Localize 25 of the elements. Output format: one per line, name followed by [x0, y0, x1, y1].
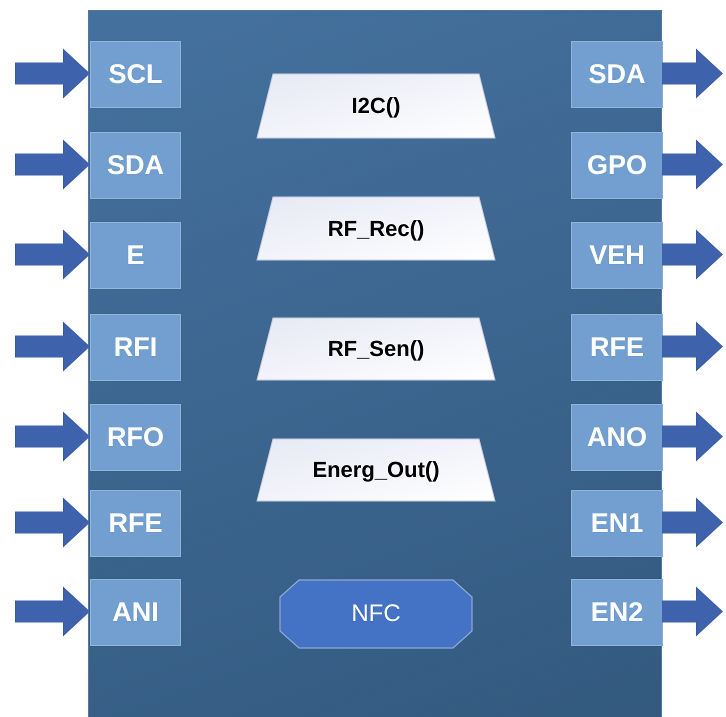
pin-label: EN2: [571, 579, 663, 646]
chip-body: [88, 10, 662, 717]
pin-label: SCL: [90, 41, 181, 108]
pin-label: GPO: [571, 132, 663, 199]
function-label: Energ_Out(): [312, 457, 440, 483]
function-label: RF_Sen(): [328, 336, 424, 362]
function-label: RF_Rec(): [328, 216, 424, 242]
pin-label: SDA: [571, 41, 663, 108]
pin-label: RFI: [90, 314, 181, 381]
pin-label: ANO: [571, 404, 663, 471]
function-trapezoid: [256, 317, 496, 381]
function-trapezoid: [256, 196, 496, 261]
function-trapezoid: [256, 73, 496, 139]
block-label: NFC: [351, 600, 401, 628]
nfc-octagon: [279, 579, 473, 649]
pin-label: SDA: [90, 132, 181, 199]
pin-label: EN1: [571, 490, 663, 557]
pin-label: RFE: [571, 314, 663, 381]
pin-label: E: [90, 222, 181, 289]
pin-label: ANI: [90, 579, 181, 646]
pin-label: RFO: [90, 404, 181, 471]
function-trapezoid: [256, 438, 496, 502]
pin-label: VEH: [571, 222, 663, 289]
pin-label: RFE: [90, 490, 181, 557]
function-label: I2C(): [352, 93, 400, 119]
